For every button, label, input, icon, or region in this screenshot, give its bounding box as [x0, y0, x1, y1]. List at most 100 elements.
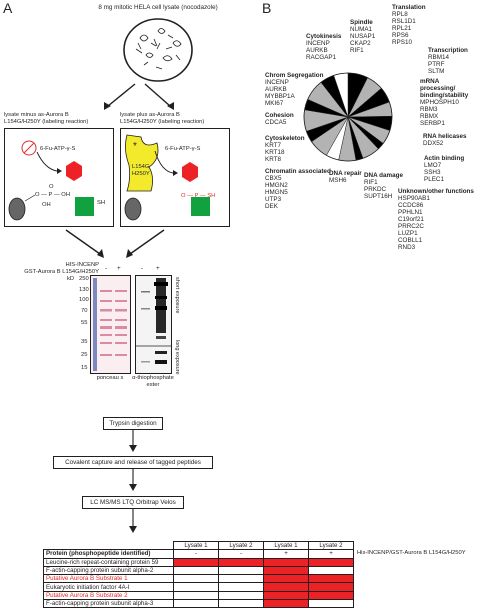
gene: INCENP [306, 40, 330, 47]
category-spindle: Spindle NUMA1 NUSAP1 CKAP2 RIF1 [350, 19, 375, 54]
empty-cell [218, 599, 264, 609]
gene: CBX5 [265, 175, 282, 182]
table-condition-label: His-INCENP/GST-Aurora B L154G/H250Y [357, 550, 466, 556]
gene: RBM14 [428, 54, 449, 61]
marker-70: 70 [81, 308, 88, 314]
detected-cell [173, 557, 219, 567]
gene: CKAP2 [350, 40, 371, 47]
empty-cell [218, 582, 264, 592]
empty-cell [173, 582, 219, 592]
function-pie-chart [303, 72, 393, 162]
cell-dish-illustration [123, 18, 193, 82]
p-oh-left: OH [42, 202, 51, 208]
gene: CDCA5 [265, 119, 287, 126]
thio-label-text: α-thiophosphate ester [132, 375, 174, 388]
table-lysate-header-row: Lysate 1 Lysate 2 Lysate 1 Lysate 2 [44, 540, 354, 551]
category-title: DNA damage [364, 172, 403, 179]
thiophosphate-blot [135, 275, 172, 374]
gst-aurora-label: GST-Aurora B L154G/H250Y [24, 269, 99, 275]
gene: MSH6 [329, 177, 347, 184]
condition-sign: + [308, 549, 354, 559]
empty-cell [308, 599, 354, 609]
empty-cell [218, 574, 264, 584]
gel-lane-sign-1: - [105, 265, 108, 272]
ponceau-label: ponceau s [96, 375, 124, 381]
gene: KRT18 [265, 149, 285, 156]
detected-cell [308, 557, 354, 567]
category-title-line: processing/ [420, 85, 456, 92]
table-corner [44, 542, 174, 550]
gene: RIF1 [364, 179, 378, 186]
table-body: Leucine-rich repeat-containing protein 5… [43, 557, 354, 609]
empty-cell [173, 599, 219, 609]
protein-name: Putative Aurora B Substrate 2 [43, 590, 174, 601]
sh-label-left: SH [97, 200, 106, 206]
category-cytoskeleton: Cytoskeleton KRT7 KRT18 KRT8 [265, 135, 305, 163]
marker-55: 55 [81, 320, 88, 326]
empty-cell [173, 574, 219, 584]
empty-cell [173, 565, 219, 576]
table-row: Putative Aurora B Substrate 1 [43, 574, 354, 584]
category-translation: Translation RPL8 RSL1D1 RPL21 RPS6 RPS10 [392, 4, 426, 46]
table-row: Leucine-rich repeat-containing protein 5… [43, 557, 354, 567]
empty-cell [308, 565, 354, 576]
category-chrom-segregation: Chrom Segregation INCENP AURKB MYBBP1A M… [265, 72, 323, 107]
gene: COBLL1 [398, 237, 423, 244]
marker-35: 35 [81, 339, 88, 345]
marker-250: 250 [79, 276, 89, 282]
p-group-left: O — P — OH [35, 192, 71, 198]
detected-cell [263, 565, 309, 576]
right-condition-label-1: lysate plus as-Aurora B [120, 112, 180, 118]
category-title-line: binding/stability [420, 92, 469, 99]
category-mrna: mRNA processing/ binding/stability MPHOS… [420, 78, 468, 127]
gene: PTRF [428, 61, 445, 68]
detected-cell [263, 582, 309, 592]
gene: HSP90AB1 [398, 195, 430, 202]
category-rna-helicases: RNA helicases DDX52 [423, 133, 467, 147]
gene: HMGN2 [265, 182, 288, 189]
ponceau-bands [93, 278, 127, 371]
table-row: F-actin-capping protein subunit alpha-3 [43, 599, 354, 609]
gene: CCDC86 [398, 202, 424, 209]
ponceau-gel [90, 275, 131, 374]
marker-25: 25 [81, 352, 88, 358]
category-cytokinesis: Cytokinesis INCENP AURKB RACGAP1 [306, 33, 341, 61]
flow-arrow-1 [129, 429, 137, 452]
reaction-right-drawing: * [124, 134, 210, 221]
category-title: RNA helicases [423, 133, 467, 140]
panel-b-letter: B [262, 0, 272, 16]
detected-cell [308, 574, 354, 584]
protein-column-header: Protein (phosphopeptide identified) [43, 549, 174, 559]
flow-arrow-3 [129, 508, 137, 533]
gene: LUZP1 [398, 230, 418, 237]
gene: PLEC1 [424, 176, 444, 183]
kinase-label-2: H250Y [132, 171, 150, 177]
atp-label-right: 6-Fu-ATP-γ-S [165, 146, 201, 152]
lysate-header: Lysate 1 [263, 540, 309, 551]
gene: RPL21 [392, 25, 412, 32]
category-unknown: Unknown/other functions HSP90AB1 CCDC86 … [398, 188, 474, 251]
gene: C19orf21 [398, 216, 424, 223]
gene: UTP3 [265, 196, 282, 203]
reaction-left-drawing [8, 140, 94, 221]
kd-header: kD [67, 276, 75, 282]
category-title: Actin binding [424, 155, 465, 162]
gene: MYBBP1A [265, 93, 295, 100]
category-title: DNA repair [329, 170, 362, 177]
plus-kinase-reaction-box: * L154G H250Y 6-Fu-ATP-γ-S O — P — SH [120, 128, 230, 227]
protein-name: Putative Aurora B Substrate 1 [43, 574, 174, 584]
gene: MPHOSPH10 [420, 99, 459, 106]
category-title-line: mRNA [420, 78, 440, 85]
condition-sign: + [263, 549, 309, 559]
his-incenp-label: HIS-INCENP [65, 262, 100, 268]
gene: RBMX [420, 113, 439, 120]
gel-lane-sign-3: - [141, 265, 144, 272]
phosphopeptide-table: Lysate 1 Lysate 2 Lysate 1 Lysate 2 Prot… [43, 540, 354, 609]
category-transcription: Transcription RBM14 PTRF SLTM [428, 47, 468, 75]
left-condition-label-2: L154G/H250Y (labeling reaction) [4, 119, 89, 125]
gene: SUPT16H [364, 193, 393, 200]
category-title: Cohesion [265, 112, 294, 119]
gene: INCENP [265, 79, 289, 86]
gene: RBM3 [420, 106, 438, 113]
gene: NUMA1 [350, 26, 373, 33]
